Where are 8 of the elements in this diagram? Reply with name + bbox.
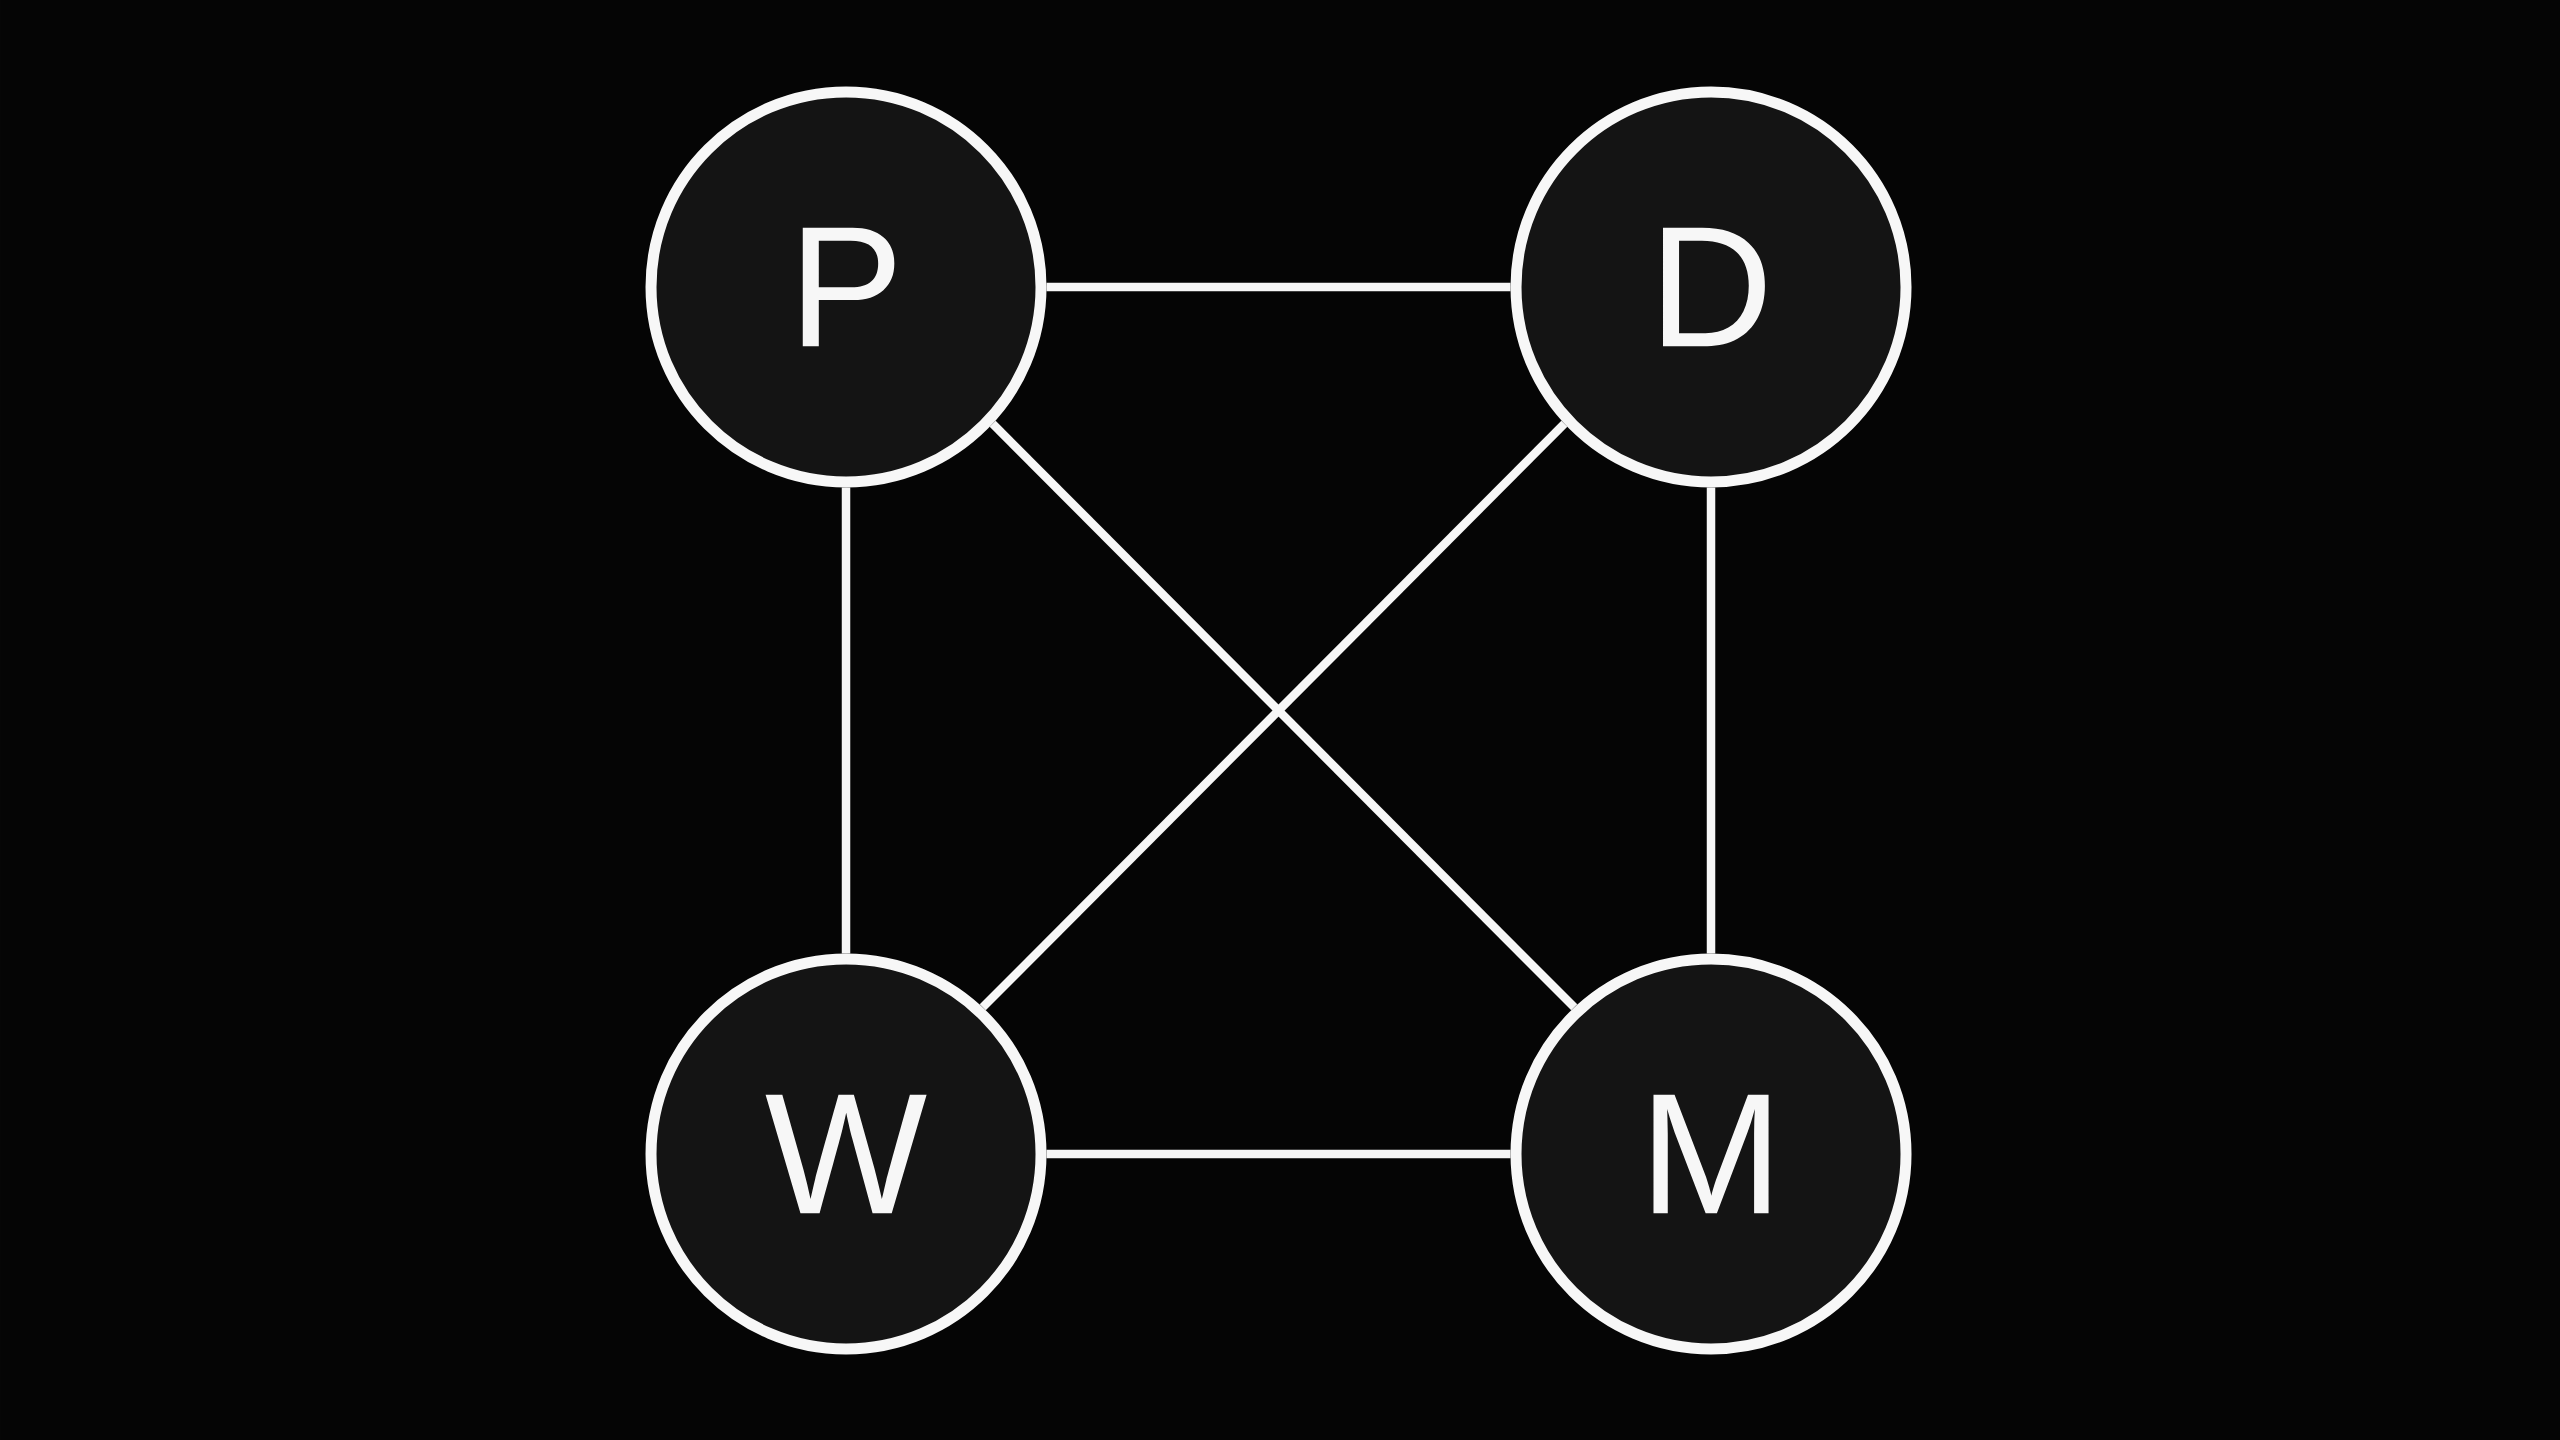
connector-line: [1706, 487, 1716, 954]
circle-node: M: [1510, 953, 1912, 1355]
circle-node: D: [1510, 86, 1912, 488]
connector-line: [1046, 1149, 1511, 1159]
connector-line: [1046, 282, 1511, 292]
circle-node: W: [645, 953, 1047, 1355]
circle-node: P: [645, 86, 1047, 488]
connector-line: [841, 487, 851, 954]
